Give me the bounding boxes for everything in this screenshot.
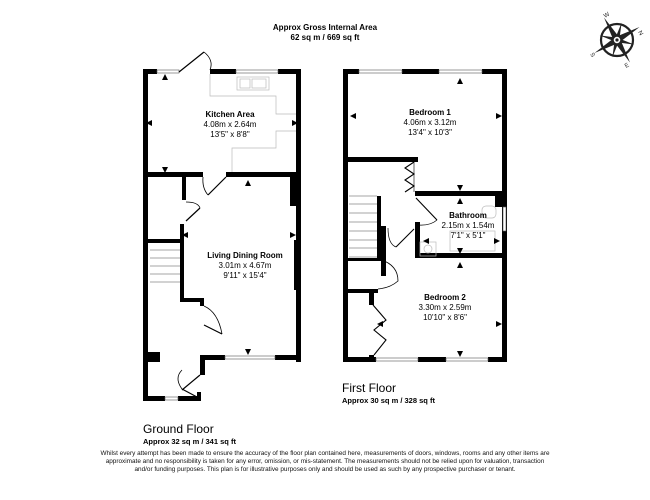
gross-area-value: 62 sq m / 669 sq ft	[290, 33, 360, 42]
disclaimer-text: Whilst every attempt has been made to en…	[100, 450, 550, 474]
room-name: Bathroom	[449, 211, 487, 220]
room-imperial: 7'1" x 5'1"	[450, 231, 486, 240]
room-imperial: 10'10" x 8'6"	[423, 313, 467, 322]
room-name: Bedroom 2	[424, 293, 466, 302]
room-metric: 4.08m x 2.64m	[203, 120, 257, 129]
ground-floor-title: Ground Floor	[143, 422, 214, 436]
room-name: Bedroom 1	[409, 108, 451, 117]
room-metric: 3.01m x 4.67m	[218, 261, 272, 270]
room-imperial: 13'4" x 10'3"	[408, 128, 452, 137]
room-kitchen-area: Kitchen Area 4.08m x 2.64m 13'5" x 8'8"	[180, 110, 280, 140]
room-imperial: 9'11" x 15'4"	[223, 271, 267, 280]
room-metric: 4.06m x 3.12m	[403, 118, 457, 127]
room-metric: 3.30m x 2.59m	[418, 303, 472, 312]
ground-floor-plan	[143, 51, 301, 401]
first-floor-plan	[343, 69, 507, 362]
room-bedroom-2: Bedroom 2 3.30m x 2.59m 10'10" x 8'6"	[395, 293, 495, 323]
room-metric: 2.15m x 1.54m	[441, 221, 495, 230]
first-floor-area: Approx 30 sq m / 328 sq ft	[342, 396, 435, 405]
ground-floor-area: Approx 32 sq m / 341 sq ft	[143, 437, 236, 446]
room-bathroom: Bathroom 2.15m x 1.54m 7'1" x 5'1"	[428, 211, 508, 241]
room-name: Living Dining Room	[207, 251, 283, 260]
first-floor-title: First Floor	[342, 381, 396, 395]
svg-text:N: N	[636, 30, 643, 37]
room-living-dining: Living Dining Room 3.01m x 4.67m 9'11" x…	[190, 251, 300, 281]
svg-text:S: S	[588, 52, 595, 58]
gross-area-title: Approx Gross Internal Area	[272, 23, 378, 32]
room-bedroom-1: Bedroom 1 4.06m x 3.12m 13'4" x 10'3"	[375, 108, 485, 138]
room-imperial: 13'5" x 8'8"	[210, 130, 250, 139]
svg-text:W: W	[603, 12, 611, 20]
room-name: Kitchen Area	[205, 110, 255, 119]
compass-rose-icon: W N S E	[588, 12, 643, 70]
svg-text:E: E	[624, 63, 630, 70]
